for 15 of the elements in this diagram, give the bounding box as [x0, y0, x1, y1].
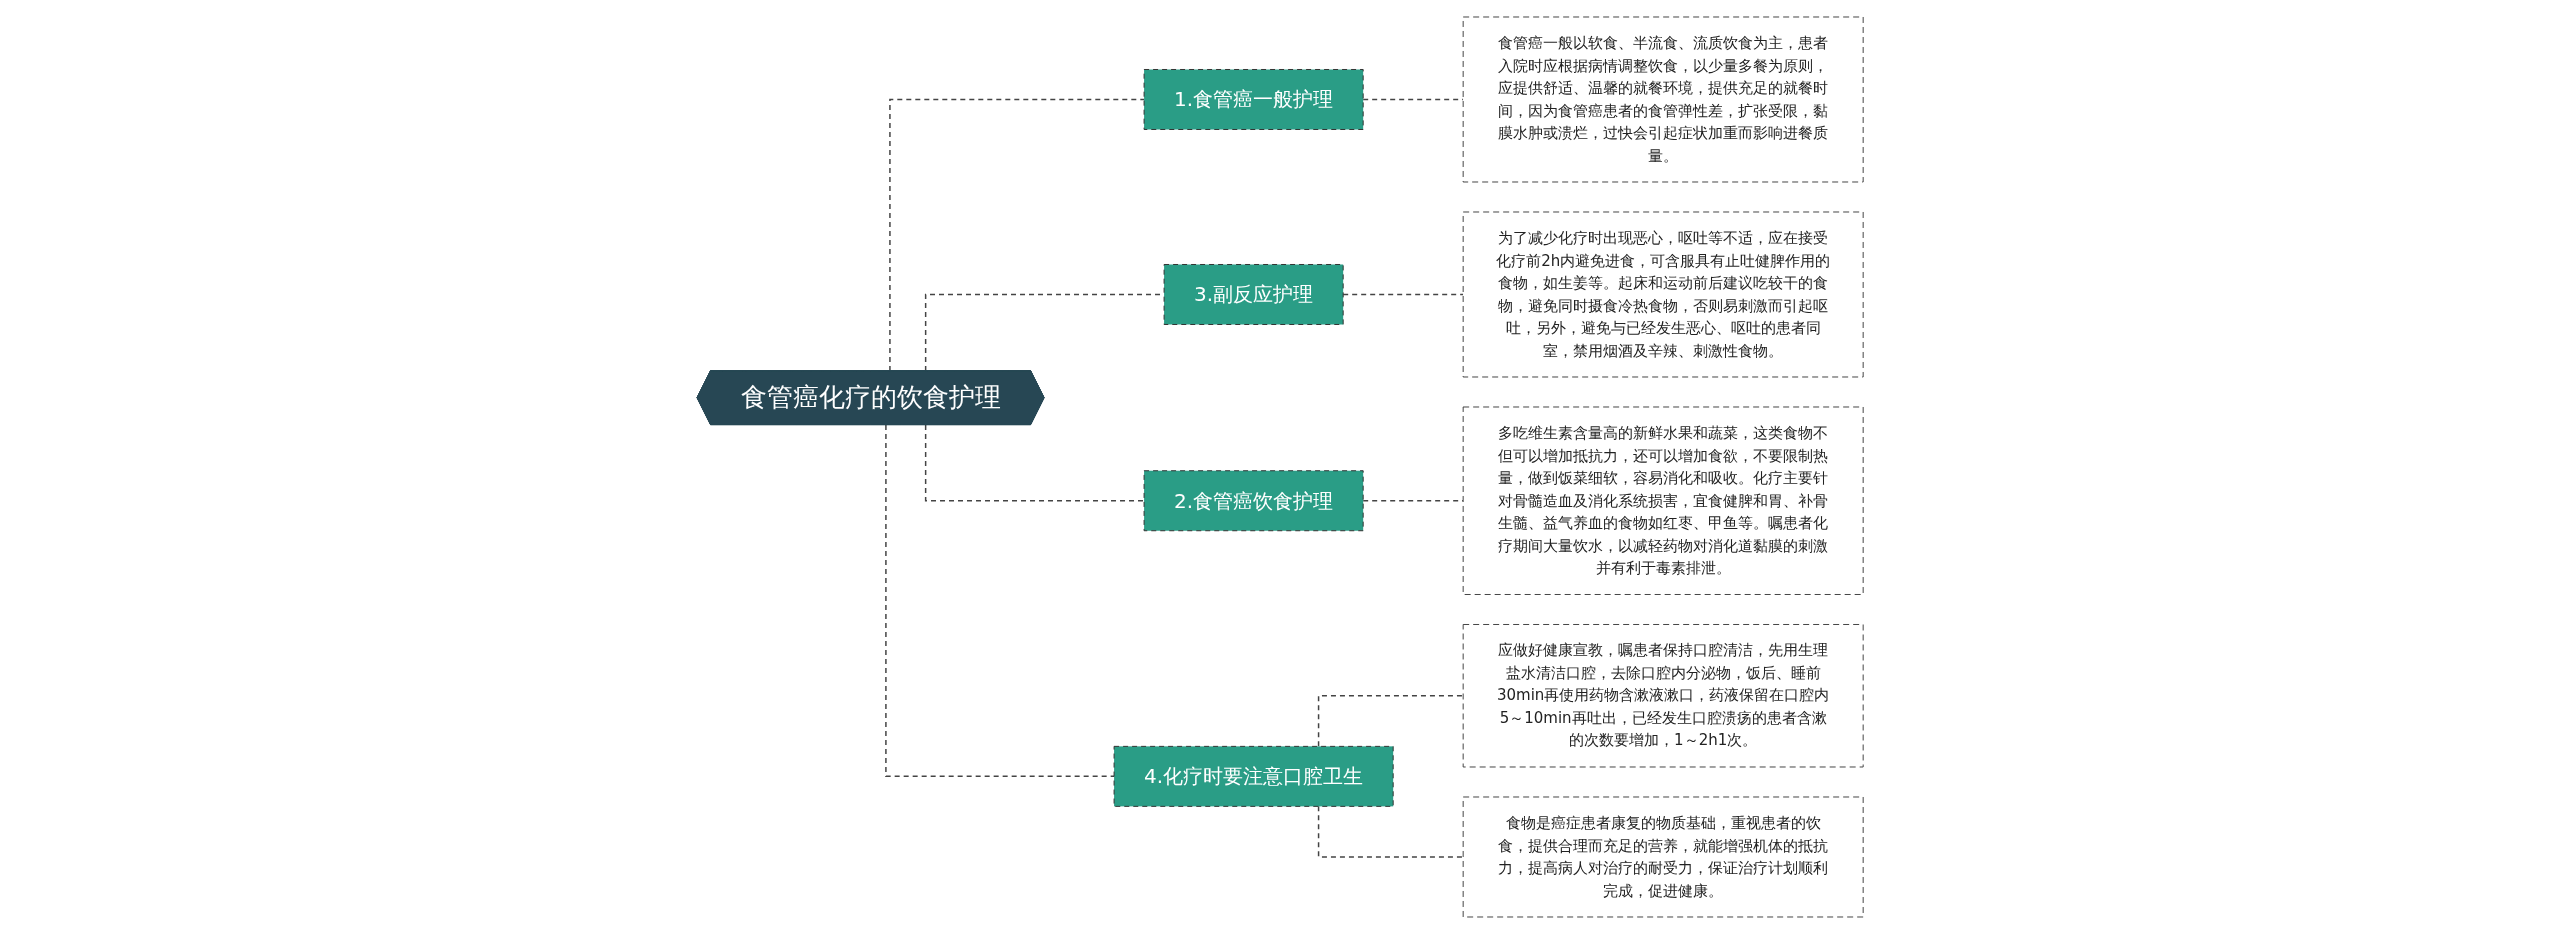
node-box: 食管癌一般以软食、半流食、流质饮食为主，患者入院时应根据病情调整饮食，以少量多餐为原则，应提供舒适、温馨的就餐环境，提供充足的就餐时间，因为食管癌患者的食管弹性差，扩张受限，黏膜水肿或溃烂，过快会引起症状加重而影响进餐质量。	[1462, 16, 1864, 182]
node-box: 食物是癌症患者康复的物质基础，重视患者的饮食，提供合理而充足的营养，就能增强机体的抵抗力，提高病人对治疗的耐受力，保证治疗计划顺利完成，促进健康。	[1462, 796, 1864, 917]
connector	[924, 423, 1145, 501]
connector	[885, 423, 1115, 777]
node-box: 1.食管癌一般护理	[1143, 68, 1364, 130]
connector	[1317, 805, 1464, 858]
connector	[889, 98, 1145, 372]
node-box: 3.副反应护理	[1163, 263, 1344, 325]
node-box: 多吃维生素含量高的新鲜水果和蔬菜，这类食物不但可以增加抵抗力，还可以增加食欲，不要限制热量，做到饭菜细软，容易消化和吸收。化疗主要针对骨髓造血及消化系统损害，宜食健脾和胃、补骨生髓、益气养血的食物如红枣、甲鱼等。嘱患者化疗期间大量饮水，以减轻药物对消化道黏膜的刺激并有利于毒素排泄。	[1462, 406, 1864, 595]
node-box: 应做好健康宣教，嘱患者保持口腔清洁，先用生理盐水清洁口腔，去除口腔内分泌物，饭后、睡前30min再使用药物含漱液漱口，药液保留在口腔内5～10min再吐出，已经发生口腔溃疡的患者含漱的次数要增加，1～2h1次。	[1462, 623, 1864, 767]
connector	[1342, 293, 1464, 295]
node-box: 2.食管癌饮食护理	[1143, 469, 1364, 531]
node-box: 4.化疗时要注意口腔卫生	[1113, 745, 1394, 807]
node-box: 为了减少化疗时出现恶心，呕吐等不适，应在接受化疗前2h内避免进食，可含服具有止吐健脾作用的食物，如生姜等。起床和运动前后建议吃较干的食物，避免同时摄食冷热食物，否则易刺激而引起呕吐，另外，避免与已经发生恶心、呕吐的患者同室，禁用烟酒及辛辣、刺激性食物。	[1462, 211, 1864, 377]
connector	[1317, 694, 1464, 747]
